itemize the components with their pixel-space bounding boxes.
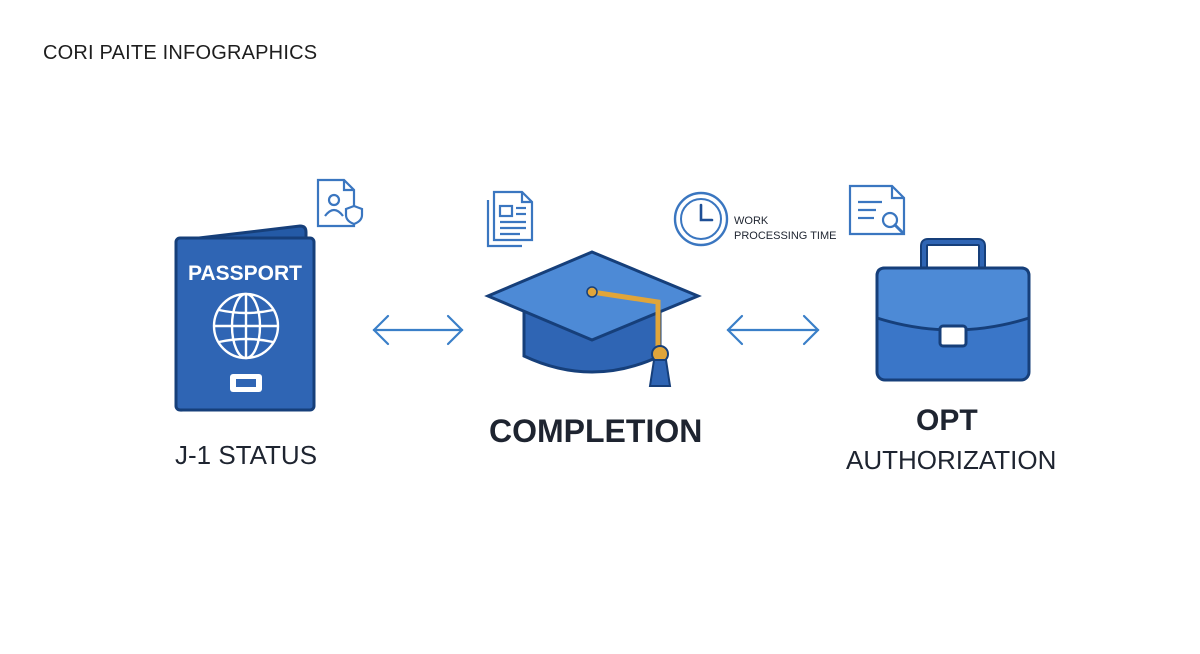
passport-icon: PASSPORT [174, 224, 316, 412]
passport-cover-text: PASSPORT [188, 262, 302, 285]
document-icon [486, 190, 534, 248]
id-document-icon [316, 178, 364, 228]
step-label-authorization: AUTHORIZATION [846, 445, 1057, 475]
graduation-cap-icon [484, 250, 702, 387]
globe-icon [212, 292, 280, 360]
briefcase-icon [875, 238, 1031, 382]
step-title-opt: OPT [916, 404, 978, 437]
double-arrow-icon [372, 314, 464, 346]
page-title: CORI PAITE INFOGRAPHICS [43, 42, 318, 64]
step-label-j1-status: J-1 STATUS [175, 440, 318, 470]
clock-note-line2: PROCESSING TIME [734, 230, 837, 242]
double-arrow-icon [726, 314, 820, 346]
passport-chip [230, 374, 262, 392]
clock-note: WORK PROCESSING TIME [734, 214, 836, 244]
search-document-icon [848, 184, 906, 236]
step-label-completion: COMPLETION [489, 413, 703, 449]
clock-note-line1: WORK [734, 215, 769, 227]
clock-icon [673, 191, 729, 247]
